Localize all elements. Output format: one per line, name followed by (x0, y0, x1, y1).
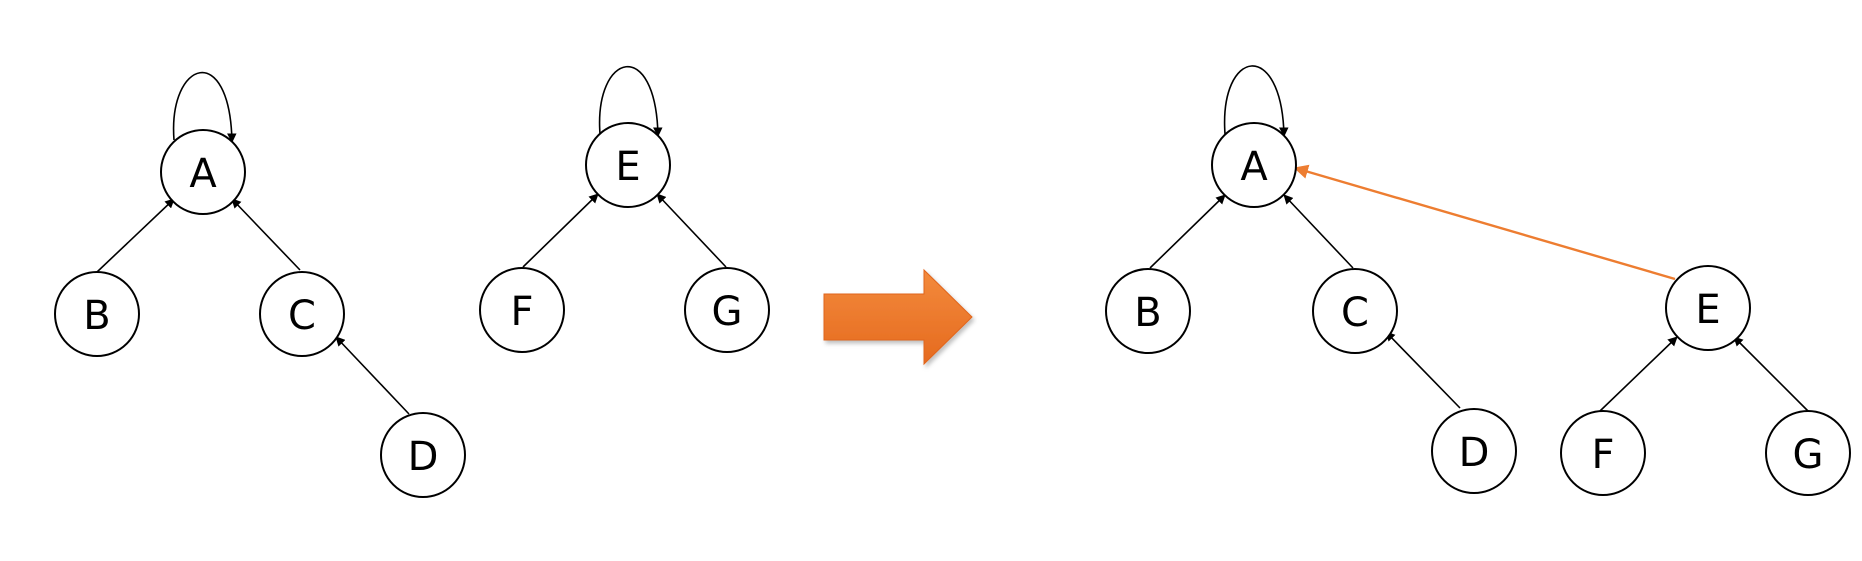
edge-f-to-e (522, 193, 599, 268)
node-a: A (160, 129, 246, 215)
node-label: C (288, 293, 316, 339)
edge-b-to-a (96, 198, 175, 273)
self-loop-edge-a (172, 71, 237, 143)
edge-d-to-c (335, 336, 410, 415)
node-g: G (684, 267, 770, 353)
node-label: F (510, 289, 533, 335)
edge-g-to-e (1733, 336, 1809, 412)
node-label: A (189, 151, 217, 197)
edge-c-to-a (1283, 194, 1354, 269)
node-label: E (1695, 287, 1720, 333)
after-tree: A B C D E F G (1105, 65, 1851, 496)
highlight-edge-e-to-a (1293, 164, 1676, 281)
edge-f-to-e (1599, 336, 1678, 412)
node-e: E (585, 122, 671, 208)
node-c: C (1312, 268, 1398, 354)
node-label: B (1134, 290, 1161, 336)
before-tree-e: E F G (479, 65, 770, 353)
node-label: B (83, 293, 110, 339)
node-d: D (1431, 408, 1517, 494)
node-d: D (380, 412, 466, 498)
node-label: G (712, 289, 743, 335)
node-label: D (1459, 430, 1490, 476)
right-arrow-icon (823, 268, 973, 366)
node-b: B (1105, 268, 1191, 354)
node-label: E (615, 144, 640, 190)
self-loop-edge-a (1223, 65, 1289, 137)
node-label: G (1793, 432, 1824, 478)
edge-c-to-a (231, 198, 301, 271)
node-f: F (1560, 410, 1646, 496)
before-tree-a: A B C D (54, 71, 466, 498)
node-f: F (479, 267, 565, 353)
node-c: C (259, 271, 345, 357)
node-b: B (54, 271, 140, 357)
self-loop-edge-e (598, 65, 663, 137)
node-label: D (408, 434, 439, 480)
node-label: A (1240, 144, 1268, 190)
node-e: E (1665, 265, 1751, 351)
node-g: G (1765, 410, 1851, 496)
edge-g-to-e (656, 193, 727, 268)
node-label: F (1591, 432, 1614, 478)
edge-b-to-a (1149, 194, 1226, 269)
edge-d-to-c (1385, 331, 1461, 409)
node-label: C (1341, 290, 1369, 336)
node-a: A (1211, 122, 1297, 208)
